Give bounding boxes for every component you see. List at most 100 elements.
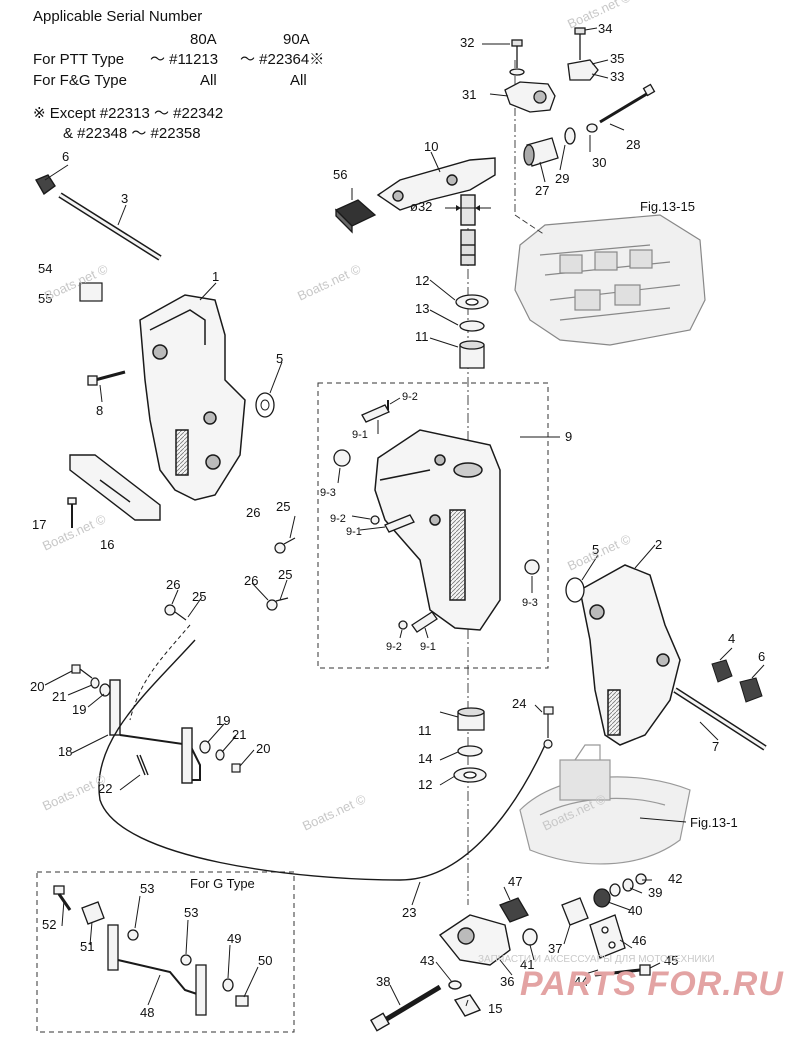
callout-12: 12 xyxy=(415,273,430,288)
callout-6: 6 xyxy=(62,149,70,164)
callout-14: 14 xyxy=(418,751,433,766)
ptt-type-label: For PTT Type xyxy=(33,51,125,68)
part-31-clamp xyxy=(504,39,556,113)
part-33-bracket xyxy=(567,27,599,81)
part-27-bushing xyxy=(523,127,576,167)
callout-55: 55 xyxy=(38,291,53,306)
exception-line-1: ※ Except #22313 ～ #22342 xyxy=(33,105,224,122)
callout-23: 23 xyxy=(402,905,417,920)
callout-32: 32 xyxy=(460,35,475,50)
callout-46: 46 xyxy=(632,933,647,948)
part-24-bolt xyxy=(543,706,554,749)
callout-9-2: 9-2 xyxy=(402,391,418,403)
swivel-bracket-group-box xyxy=(317,382,549,669)
callout-9-2: 9-2 xyxy=(386,641,402,653)
part-9-1-pin-middle xyxy=(370,514,415,533)
callout-28: 28 xyxy=(626,137,641,152)
callout-5: 5 xyxy=(276,351,284,366)
callout-43: 43 xyxy=(420,953,435,968)
callout-25: 25 xyxy=(192,589,207,604)
callout-45: 45 xyxy=(664,953,679,968)
part-2-clamp-bracket xyxy=(579,564,681,746)
header-col-90a: 90A xyxy=(283,31,310,48)
callout-26: 26 xyxy=(244,573,259,588)
lower-mount-assembly xyxy=(438,914,538,1017)
callout-26: 26 xyxy=(246,505,261,520)
part-9-1-pin-lower xyxy=(398,611,438,633)
fig-13-15-ref: Fig.13-15 xyxy=(640,199,695,214)
callout-9-2: 9-2 xyxy=(330,513,346,525)
g-type-group-box xyxy=(36,871,295,1033)
part-19-20-21-hardware xyxy=(71,664,241,773)
callout-9-3: 9-3 xyxy=(320,487,336,499)
leader-lines xyxy=(44,27,765,1007)
part-1-clamp-bracket xyxy=(139,294,246,501)
callout-53: 53 xyxy=(140,881,155,896)
callout-1: 1 xyxy=(212,269,220,284)
callout-3: 3 xyxy=(121,191,129,206)
callout-21: 21 xyxy=(232,727,247,742)
part-23-cable xyxy=(98,639,546,881)
callout-31: 31 xyxy=(462,87,477,102)
callout-54: 54 xyxy=(38,261,53,276)
callout-8: 8 xyxy=(96,403,104,418)
callout-24: 24 xyxy=(512,696,527,711)
callout-10: 10 xyxy=(424,139,439,154)
callout-42: 42 xyxy=(668,871,683,886)
part-9-swivel-bracket xyxy=(374,429,501,631)
part-18-link-bracket xyxy=(109,679,201,784)
callout-18: 18 xyxy=(58,744,73,759)
cylinder-block-ref-drawing xyxy=(514,214,706,346)
fig-13-1-ref: Fig.13-1 xyxy=(690,815,738,830)
callout-17: 17 xyxy=(32,517,47,532)
part-9-3-cap-upper xyxy=(333,449,351,467)
callout-29: 29 xyxy=(555,171,570,186)
part-46-plate xyxy=(589,914,626,959)
callout-51: 51 xyxy=(80,939,95,954)
callout-47: 47 xyxy=(508,874,523,889)
callout-11: 11 xyxy=(415,329,429,344)
part-4-nut xyxy=(711,659,733,683)
callout-20: 20 xyxy=(256,741,271,756)
callout-49: 49 xyxy=(227,931,242,946)
callout-27: 27 xyxy=(535,183,550,198)
callout-48: 48 xyxy=(140,1005,155,1020)
callout-15: 15 xyxy=(488,1001,503,1016)
part-3-tilt-tube xyxy=(34,174,162,261)
part-10-steering-arm xyxy=(376,157,496,266)
part-28-rod xyxy=(586,83,656,133)
callout-2: 2 xyxy=(655,537,663,552)
callout-7: 7 xyxy=(712,739,720,754)
lower-bushing-stack xyxy=(453,707,487,783)
part-44-45-bolts xyxy=(594,964,651,977)
callout-16: 16 xyxy=(100,537,115,552)
ptt-90a-value: ～ #22364※ xyxy=(240,51,325,68)
ptt-80a-value: ～ #11213 xyxy=(150,51,219,68)
callout-50: 50 xyxy=(258,953,273,968)
callout-33: 33 xyxy=(610,69,625,84)
callout-4: 4 xyxy=(728,631,736,646)
callout-34: 34 xyxy=(598,21,613,36)
callout-19: 19 xyxy=(72,702,87,717)
callout-56: 56 xyxy=(333,167,348,182)
brand-tagline: ЗАПЧАСТИ И АКСЕССУАРЫ ДЛЯ МОТОТЕХНИКИ xyxy=(478,954,715,965)
header-title: Applicable Serial Number xyxy=(33,8,203,25)
callout-6: 6 xyxy=(758,649,766,664)
callout-52: 52 xyxy=(42,917,57,932)
part-16-plate xyxy=(67,454,161,528)
exception-line-2: & #22348 ～ #22358 xyxy=(63,125,201,142)
fg-type-label: For F&G Type xyxy=(33,72,127,89)
callout-20: 20 xyxy=(30,679,45,694)
brand-logo-text: PARTS FOR.RU xyxy=(520,965,784,1003)
callout-5: 5 xyxy=(592,542,600,557)
callout-21: 21 xyxy=(52,689,67,704)
part-25-26-grease-nipples xyxy=(164,537,296,621)
g-type-parts xyxy=(53,885,249,1016)
fg-90a-value: All xyxy=(290,72,307,89)
callout-38: 38 xyxy=(376,974,391,989)
callout-53: 53 xyxy=(184,905,199,920)
callout-9-1: 9-1 xyxy=(420,641,436,653)
part-5-washer-right xyxy=(565,577,585,603)
callout-11: 11 xyxy=(418,723,432,738)
